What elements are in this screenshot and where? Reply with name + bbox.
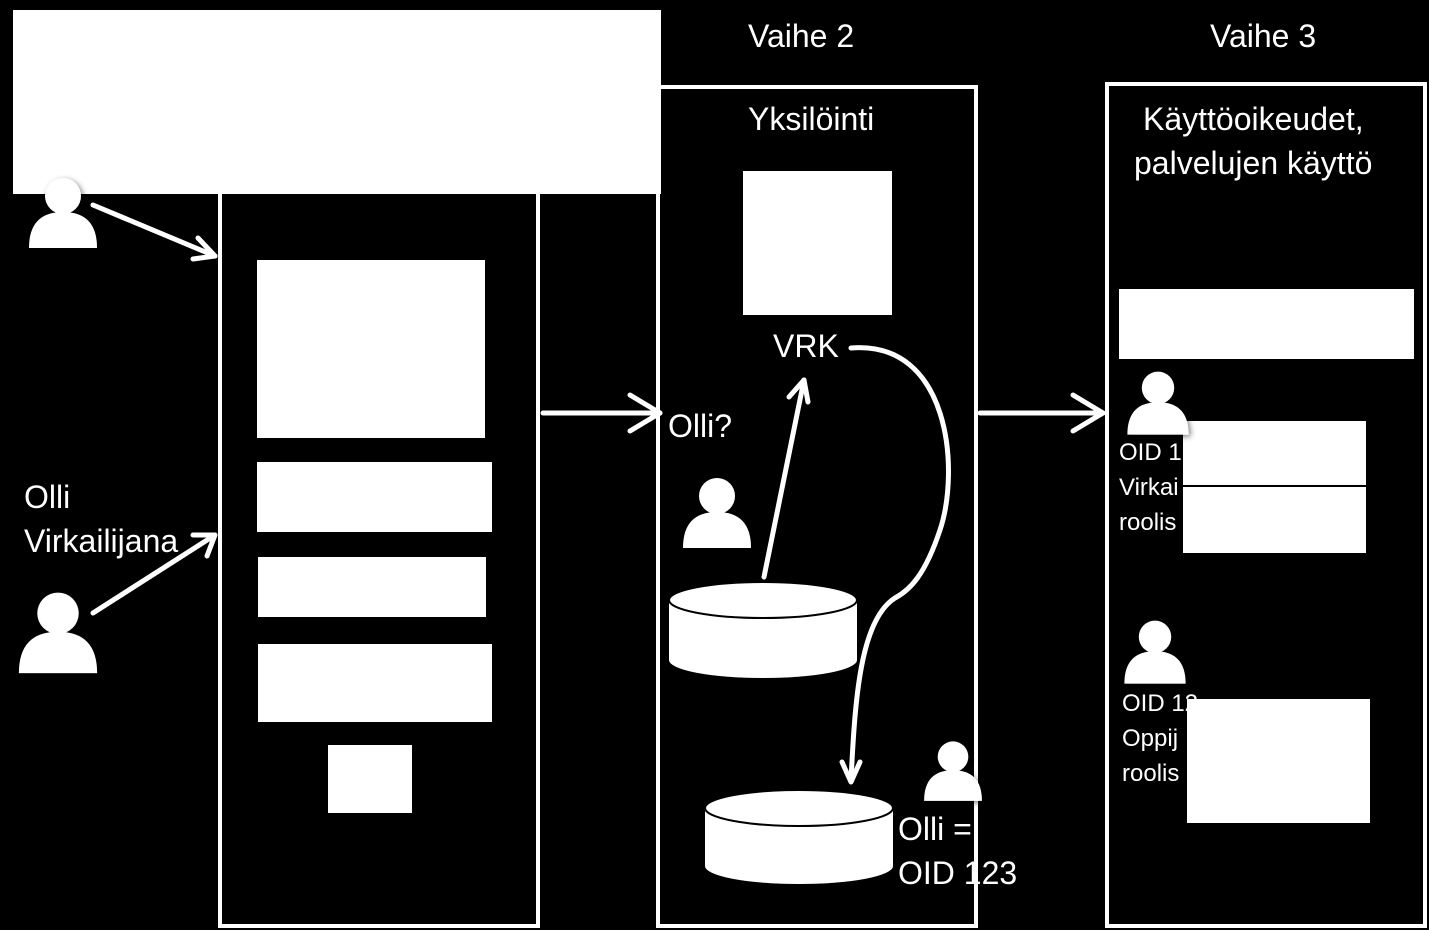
- arrow-icon: [540, 392, 663, 434]
- lane3-block-b: [1183, 487, 1366, 553]
- user1-line-2: Virkai: [1119, 474, 1179, 501]
- user2-line-3: roolis: [1122, 760, 1180, 787]
- person-icon: [18, 592, 98, 674]
- query-label: Olli?: [668, 408, 733, 444]
- lane3-block-top: [1119, 289, 1414, 359]
- arrow-icon: [90, 202, 218, 262]
- lane3-title-line-2: palvelujen käyttö: [1134, 145, 1373, 181]
- arrow-icon: [977, 392, 1106, 434]
- vrk-label: VRK: [773, 328, 839, 364]
- actor-line-2: Virkailijana: [24, 523, 179, 559]
- lane2-block: [743, 171, 892, 315]
- lane1-block-2: [258, 557, 486, 617]
- actor-line-1: Olli: [24, 479, 71, 515]
- lane1-block-large: [257, 260, 485, 438]
- result-line-1: Olli =: [898, 811, 972, 847]
- arrow-icon: [839, 345, 951, 785]
- user1-line-3: roolis: [1119, 509, 1177, 536]
- database-icon: [704, 789, 894, 884]
- result-line-2: OID 123: [898, 855, 1018, 891]
- header-banner: [13, 10, 661, 194]
- user1-line-1: OID 1: [1119, 439, 1182, 466]
- arrow-icon: [761, 377, 811, 580]
- arrow-icon: [90, 532, 218, 616]
- lane3-title-line-1: Käyttöoikeudet,: [1143, 101, 1364, 137]
- lane3-block-a: [1183, 421, 1366, 485]
- lane2-title: Yksilöinti: [748, 101, 875, 137]
- phase-3-title: Vaihe 3: [1210, 18, 1317, 54]
- lane1-block-small: [328, 745, 412, 813]
- lane3-block-c: [1187, 699, 1370, 823]
- lane1-block-1: [257, 462, 492, 532]
- user2-line-2: Oppij: [1122, 725, 1179, 752]
- lane1-block-3: [258, 644, 492, 722]
- database-icon: [668, 581, 858, 678]
- user2-line-1: OID 12: [1122, 690, 1199, 717]
- phase-2-title: Vaihe 2: [748, 18, 855, 54]
